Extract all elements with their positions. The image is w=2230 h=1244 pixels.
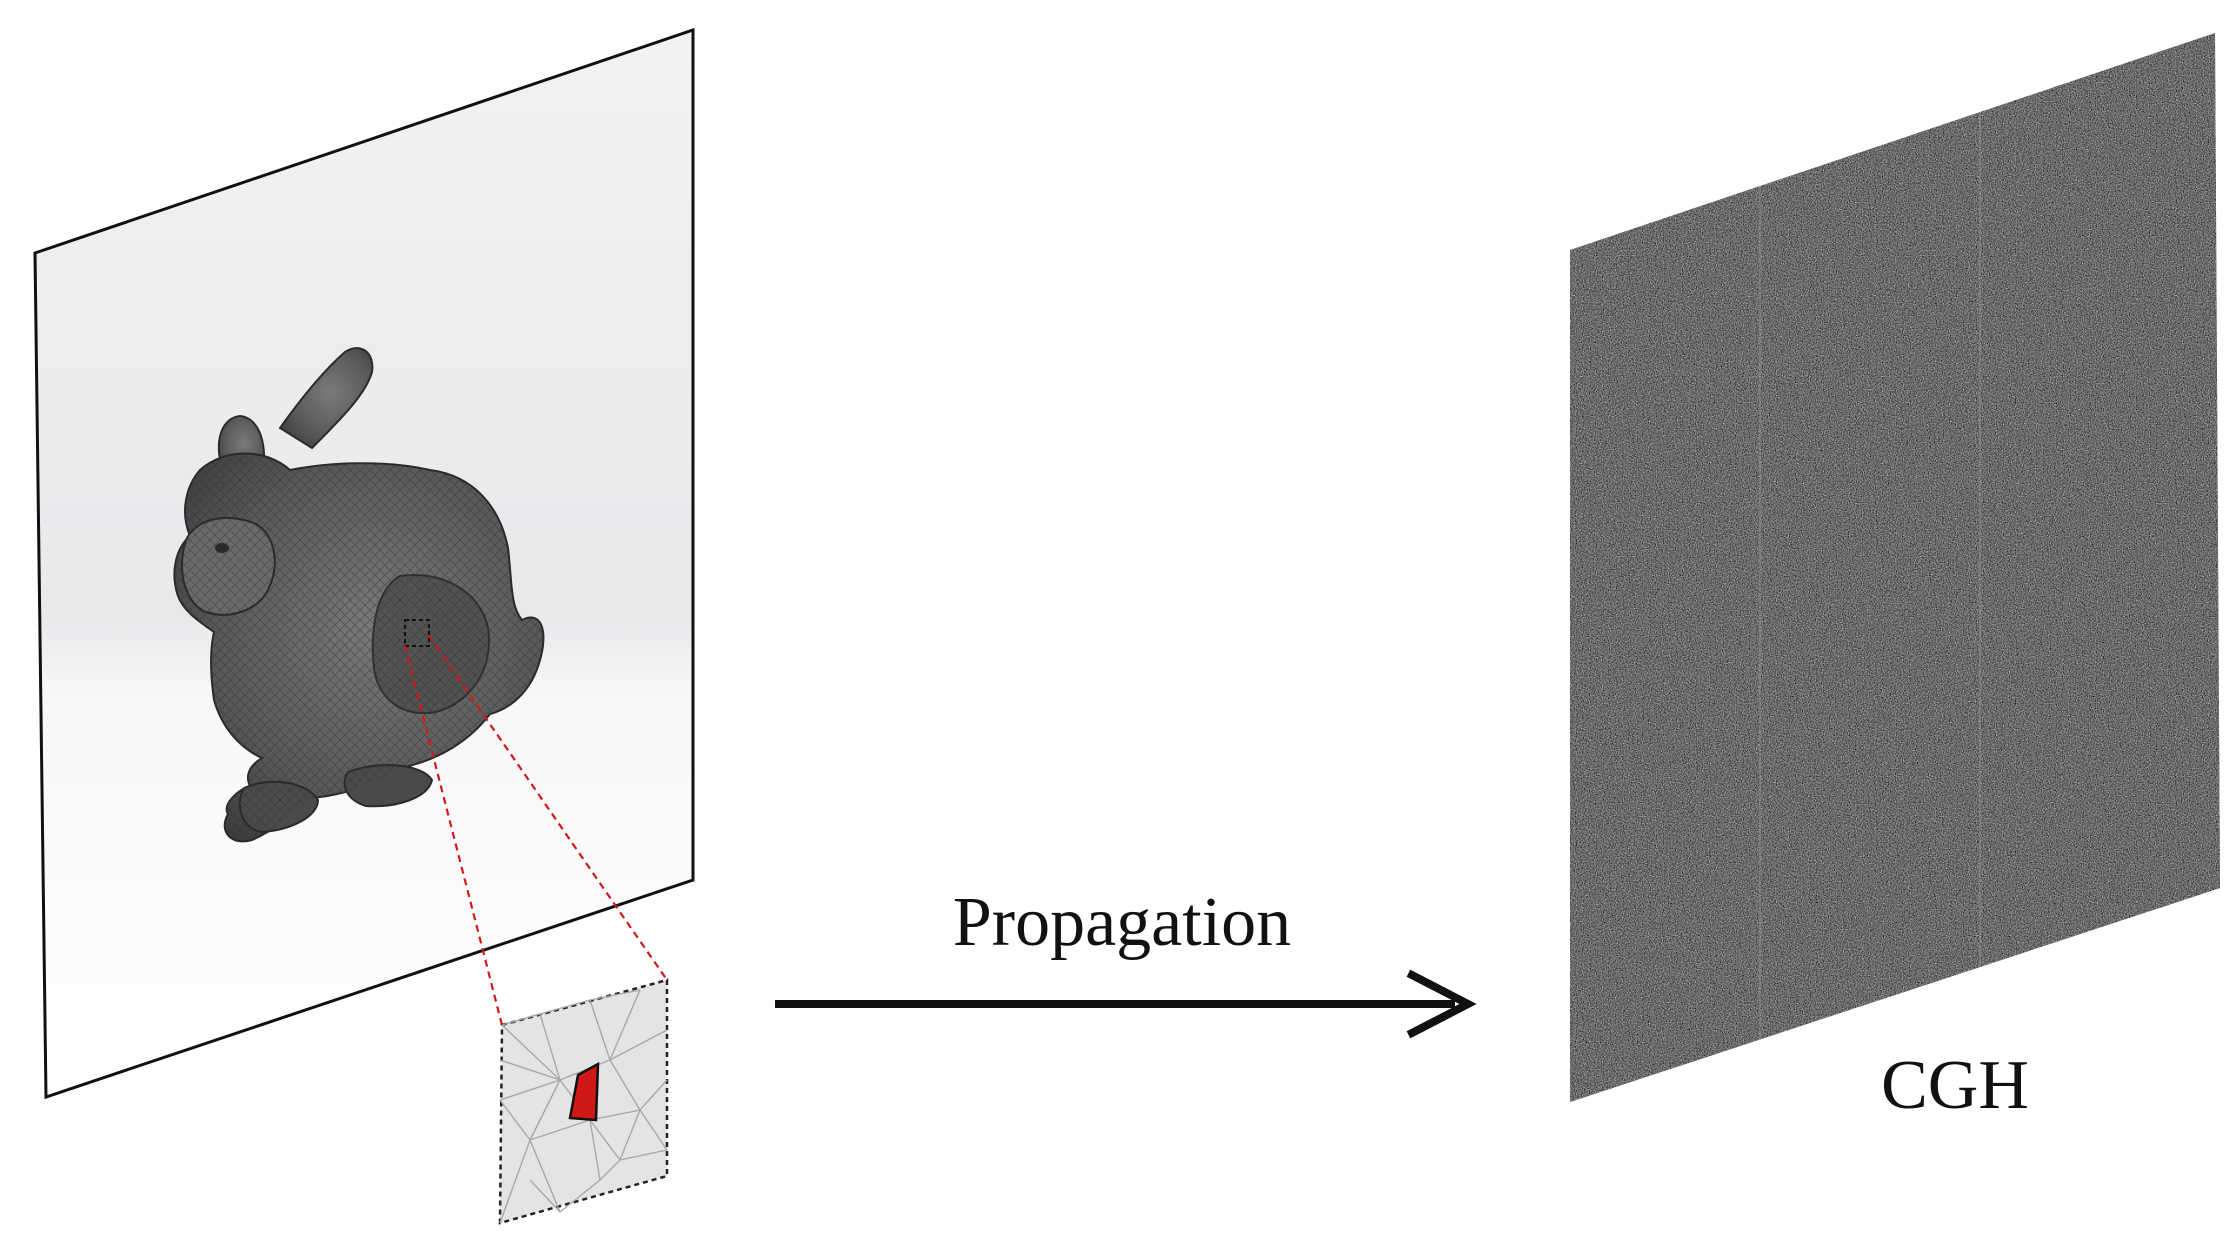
zoom-line-left xyxy=(403,645,504,1026)
red-triangle-icon xyxy=(568,1061,600,1122)
zoom-line-right xyxy=(428,635,668,981)
cgh-faint-columns xyxy=(1759,110,1981,1040)
propagation-arrow-head xyxy=(1406,969,1477,1039)
propagation-arrow xyxy=(775,969,1477,1039)
cgh-noise-texture xyxy=(1570,33,2220,1102)
propagation-label: Propagation xyxy=(953,884,1291,961)
zoom-source-box xyxy=(404,619,430,647)
bunny-mesh-texture xyxy=(174,453,544,842)
noise-hologram-icon xyxy=(1570,33,2220,1102)
zoom-connector-lines xyxy=(403,635,668,1026)
patch-mesh-lines xyxy=(499,989,668,1224)
triangle-mesh-patch-icon xyxy=(498,978,669,1225)
cgh-label: CGH xyxy=(1881,1047,2029,1124)
bunny-mesh-icon xyxy=(173,347,545,843)
bunny-ear-back xyxy=(278,347,374,450)
bunny-eye xyxy=(215,543,229,553)
